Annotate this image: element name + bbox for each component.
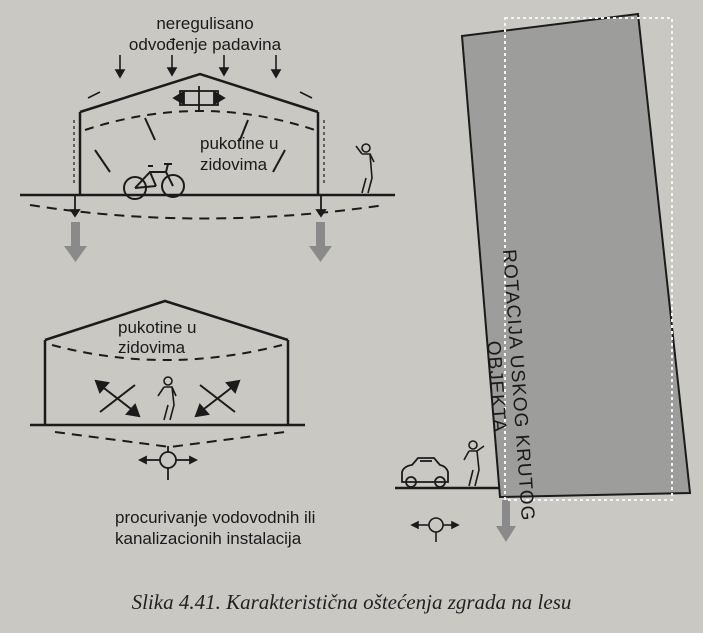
tower-rotated xyxy=(460,12,692,499)
bottom-ground-deformation xyxy=(54,431,286,449)
roof-runoff-arrow xyxy=(87,91,101,99)
crack-line xyxy=(94,149,111,173)
bottom-cracks-label-line1: pukotine u xyxy=(118,318,197,337)
bicycle-icon xyxy=(123,163,185,200)
figure-caption: Slika 4.41. Karakteristična oštećenja zg… xyxy=(131,590,572,614)
top-house xyxy=(20,72,395,220)
person-icon xyxy=(355,143,375,194)
tower-original-outline xyxy=(504,17,673,501)
car-icon xyxy=(401,457,449,488)
ridge-crack-arrow-icon xyxy=(172,86,226,112)
precipitation-arrows xyxy=(114,55,282,79)
top-cracks-label-line2: zidovima xyxy=(200,155,268,174)
crack-arrows-icon xyxy=(94,379,241,418)
person-icon xyxy=(463,440,485,487)
crack-line xyxy=(239,119,249,141)
top-roof xyxy=(79,72,319,114)
leak-small-icon xyxy=(410,517,460,542)
top-downspouts xyxy=(69,195,327,218)
bottom-cracks-label-line2: zidovima xyxy=(118,338,186,357)
crack-line xyxy=(144,117,156,141)
top-roof-deformation xyxy=(84,110,316,131)
precipitation-title-line1: neregulisano xyxy=(156,14,254,33)
person-icon xyxy=(157,376,177,421)
precipitation-title-line2: odvođenje padavina xyxy=(128,35,282,54)
top-ground-deformation xyxy=(29,204,386,220)
leak-icon xyxy=(137,446,199,480)
tilted-tower xyxy=(395,12,692,501)
leak-label-line2: kanalizacionih instalacija xyxy=(115,529,302,548)
settlement-arrows xyxy=(64,222,516,542)
bottom-ceiling-deformation xyxy=(51,344,283,361)
top-cracks-label-line1: pukotine u xyxy=(200,134,279,153)
bottom-house xyxy=(30,299,305,449)
leak-label-line1: procurivanje vodovodnih ili xyxy=(115,508,316,527)
bottom-roof xyxy=(44,299,289,342)
roof-runoff-arrow xyxy=(299,91,313,99)
crack-line xyxy=(272,149,286,173)
